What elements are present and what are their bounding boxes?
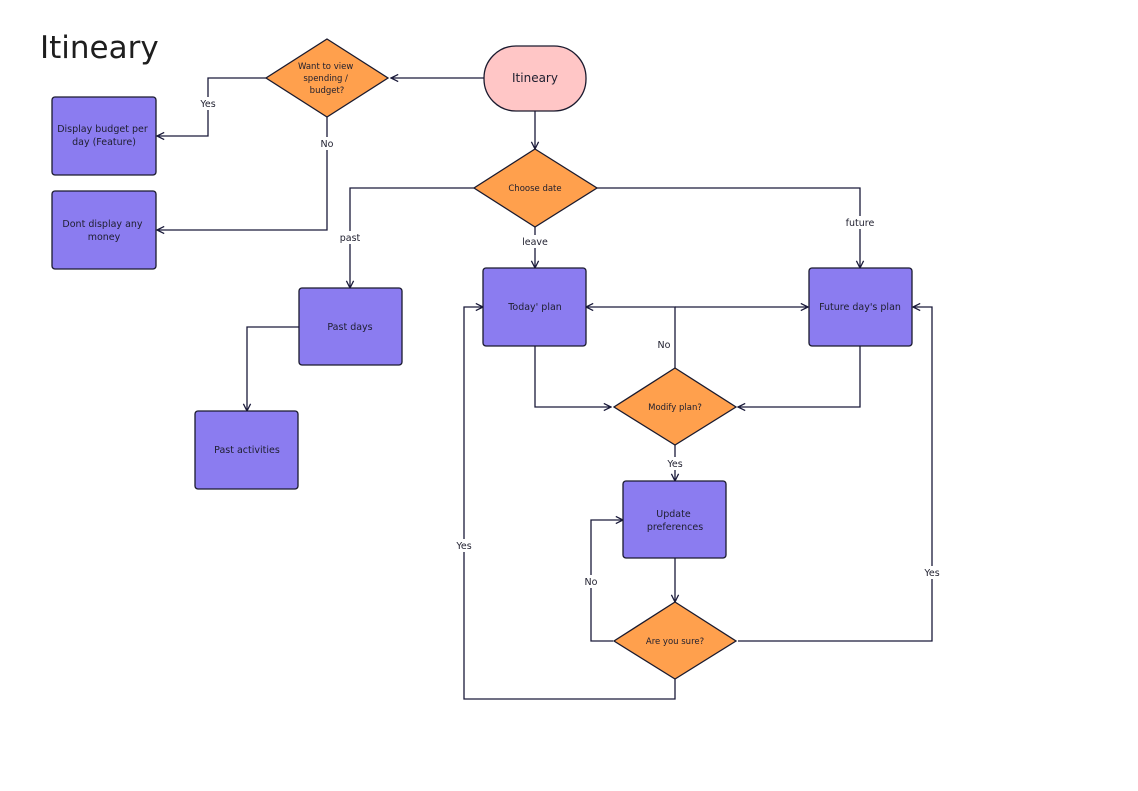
past-activities-label: Past activities [214,445,280,456]
nodes [51,38,913,680]
choose-date-label: Choose date [508,184,561,194]
edge-label-budget-yes: Yes [199,99,215,110]
are-you-sure-label: Are you sure? [646,637,704,647]
connector-future-to-modify [738,346,861,407]
today-plan-box[interactable] [482,267,587,347]
connector-past-days-to-activities [247,326,299,411]
start-terminal[interactable] [483,45,587,112]
connector-sure-yes-right [738,307,933,642]
budget-question-diamond[interactable] [264,38,390,118]
future-plan-box[interactable] [808,267,913,347]
edge-label-past: past [340,233,361,244]
connector-sure-yes-left [463,307,676,700]
past-days-box[interactable] [298,287,403,366]
connector-choose-date-past [350,187,474,288]
edge-label-sure-yes-right: Yes [923,568,939,579]
page-title: Itineary [40,30,159,66]
node-labels: Itineary Want to view spending / budget?… [57,62,901,647]
display-budget-label: Display budget per day (Feature) [57,124,151,148]
edge-labels: Yes No past leave future No Yes No Yes Y… [198,97,943,588]
budget-question-label: Want to view spending / budget? [298,62,356,96]
edge-label-leave: leave [522,237,548,248]
connector-choose-date-future [597,187,860,268]
no-money-box[interactable] [51,190,157,270]
edge-label-modify-yes: Yes [666,459,682,470]
connector-today-to-modify [534,346,611,407]
modify-plan-diamond[interactable] [612,367,738,446]
no-money-label: Dont display any money [62,219,145,243]
edge-label-sure-yes-left: Yes [455,541,471,552]
start-label: Itineary [512,71,558,85]
future-plan-label: Future day's plan [819,302,901,313]
connector-modify-no-to-today [586,307,676,368]
modify-plan-label: Modify plan? [648,403,702,413]
update-preferences-box[interactable] [622,480,727,559]
edge-label-budget-no: No [321,139,334,150]
past-days-label: Past days [327,322,372,333]
are-you-sure-diamond[interactable] [612,601,738,680]
edge-label-future: future [846,218,875,229]
edge-label-sure-no: No [585,577,598,588]
today-plan-label: Today' plan [507,302,562,313]
display-budget-box[interactable] [51,96,157,176]
choose-date-diamond[interactable] [472,148,599,228]
update-preferences-label: Update preferences [647,509,703,533]
connector-budget-no [157,117,328,230]
past-activities-box[interactable] [194,410,299,490]
edge-label-modify-no: No [658,340,671,351]
